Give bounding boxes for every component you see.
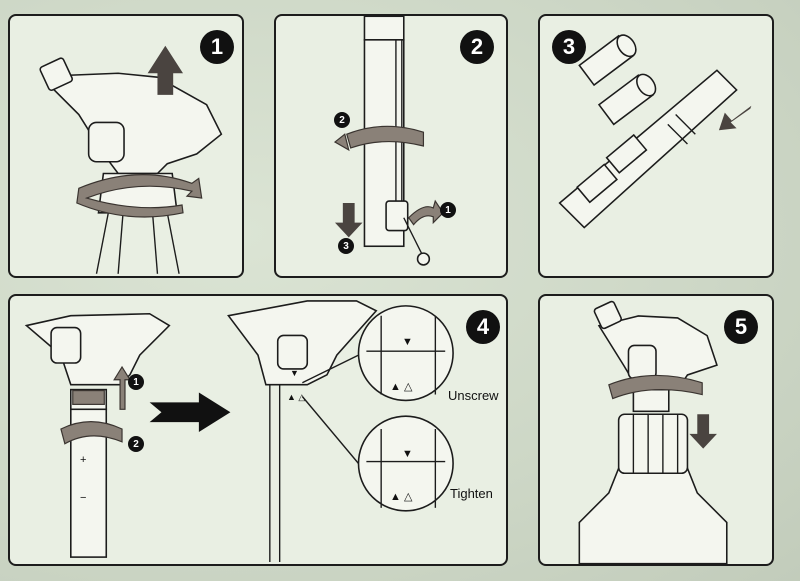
down-triangle-marker: ▼ [290, 368, 299, 378]
unscrew-label: Unscrew [448, 388, 499, 403]
step-5-panel: 5 [538, 294, 774, 566]
battery-icon [578, 34, 637, 87]
tighten-label: Tighten [450, 486, 493, 501]
step-1-panel: 1 [8, 14, 244, 278]
minus-symbol: − [80, 492, 87, 504]
step-number-badge: 1 [200, 30, 234, 64]
down-arrow-icon [689, 414, 717, 449]
insert-arrow-icon [718, 105, 752, 131]
sub-step-marker: 2 [334, 112, 350, 128]
step-5-illustration [578, 300, 728, 564]
down-arrow-icon [334, 203, 363, 238]
sub-step-marker: 3 [338, 238, 354, 254]
plus-symbol: + [80, 454, 87, 466]
step-1-illustration [39, 45, 223, 274]
sub-step-marker: 1 [440, 202, 456, 218]
sub-step-marker: 1 [128, 374, 144, 390]
right-arrow-icon [149, 392, 231, 432]
step-3-panel: 3 [538, 14, 774, 278]
up-arrow-icon [147, 45, 184, 95]
step-4-illustration [24, 300, 454, 563]
step-number-badge: 3 [552, 30, 586, 64]
step-number-badge: 4 [466, 310, 500, 344]
down-triangle-marker: ▼ [402, 448, 413, 460]
up-arrow-icon [113, 365, 131, 410]
step-number-badge: 5 [724, 310, 758, 344]
up-triangles-marker: ▲ △ [390, 491, 413, 503]
step-number-badge: 2 [460, 30, 494, 64]
down-triangle-marker: ▼ [402, 336, 413, 348]
step-3-illustration [558, 34, 752, 229]
step-4-panel: 4 1 2 ▼ ▲ △ ▼ ▲ △ ▼ ▲ △ Unscrew Tighten … [8, 294, 508, 566]
step-2-illustration [333, 16, 444, 266]
battery-icon [597, 73, 657, 126]
up-triangles-marker: ▲ △ [390, 381, 413, 393]
up-triangles-marker: ▲ △ [287, 392, 306, 402]
sub-step-marker: 2 [128, 436, 144, 452]
step-2-panel: 2 2 1 3 [274, 14, 508, 278]
